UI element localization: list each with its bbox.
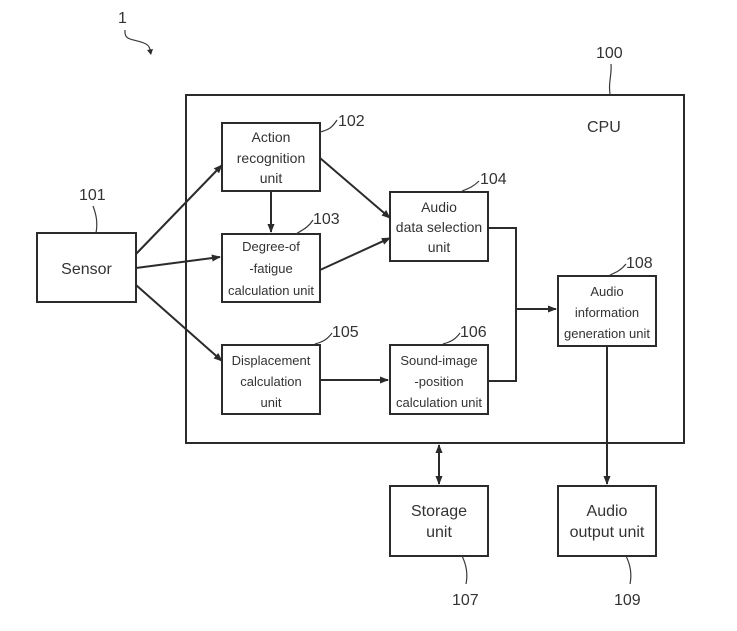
- sound-image-position-label-line1: Sound-image: [400, 353, 477, 368]
- degree-of-fatigue-label-line2: -fatigue: [249, 261, 292, 276]
- sound-image-position-label-line2: -position: [414, 374, 463, 389]
- audio-information-generation-label-line3: generation unit: [564, 326, 650, 341]
- cpu-frame: [185, 94, 685, 444]
- arrow-degree-of-fatigue-to-audio-data-selection: [319, 237, 391, 271]
- cpu-label: CPU: [587, 119, 621, 136]
- degree-of-fatigue-block: Degree-of -fatigue calculation unit: [221, 233, 321, 303]
- sound-image-position-ref: 106: [460, 324, 487, 341]
- displacement-label-line3: unit: [261, 395, 282, 410]
- system-ref-arrowhead: [147, 49, 153, 55]
- arrow-sensor-to-degree-of-fatigue: [135, 254, 221, 269]
- audio-information-generation-label-line2: information: [575, 305, 639, 320]
- storage-label-line2: unit: [426, 524, 452, 541]
- storage-ref: 107: [452, 592, 479, 609]
- sound-image-position-block: Sound-image -position calculation unit: [389, 344, 489, 415]
- sensor-ref-leader: [92, 205, 98, 234]
- audio-output-label-line1: Audio: [587, 503, 628, 520]
- displacement-block: Displacement calculation unit: [221, 344, 321, 415]
- audio-data-selection-block: Audio data selection unit: [389, 191, 489, 262]
- action-recognition-ref: 102: [338, 113, 365, 130]
- displacement-ref: 105: [332, 324, 359, 341]
- audio-data-selection-label-line2: data selection: [396, 219, 482, 235]
- degree-of-fatigue-ref: 103: [313, 211, 340, 228]
- storage-block: Storage unit: [389, 485, 489, 557]
- degree-of-fatigue-ref-leader: [295, 219, 314, 235]
- audio-information-generation-label-line1: Audio: [590, 284, 623, 299]
- storage-label-line1: Storage: [411, 503, 467, 520]
- degree-of-fatigue-label-line1: Degree-of: [242, 239, 300, 254]
- action-recognition-label-line3: unit: [260, 170, 283, 186]
- sensor-ref: 101: [79, 187, 106, 204]
- sound-image-position-label-line3: calculation unit: [396, 395, 482, 410]
- arrow-sensor-to-displacement: [135, 284, 223, 362]
- displacement-label-line2: calculation: [240, 374, 301, 389]
- action-recognition-label-line1: Action: [252, 129, 291, 145]
- arrow-sensor-to-action-recognition: [135, 164, 223, 255]
- cpu-ref-leader: [608, 63, 612, 95]
- audio-output-ref-leader: [625, 555, 632, 585]
- audio-output-block: Audio output unit: [557, 485, 657, 557]
- action-recognition-label-line2: recognition: [237, 150, 306, 166]
- sensor-block: Sensor: [36, 232, 137, 303]
- audio-information-generation-ref-leader: [609, 263, 627, 276]
- action-recognition-block: Action recognition unit: [221, 122, 321, 192]
- degree-of-fatigue-label-line3: calculation unit: [228, 283, 314, 298]
- system-ref-leader: [124, 29, 152, 55]
- sound-image-position-ref-leader: [442, 332, 461, 345]
- displacement-ref-leader: [314, 332, 333, 345]
- audio-information-generation-block: Audio information generation unit: [557, 275, 657, 347]
- cpu-ref: 100: [596, 45, 623, 62]
- connector-merge-104-106: [488, 227, 517, 382]
- audio-output-label-line2: output unit: [570, 524, 645, 541]
- audio-data-selection-label-line3: unit: [428, 239, 451, 255]
- arrow-action-recognition-to-audio-data-selection: [319, 157, 391, 219]
- system-ref-label: 1: [118, 10, 127, 27]
- audio-information-generation-ref: 108: [626, 255, 653, 272]
- sensor-label: Sensor: [61, 261, 112, 278]
- audio-output-ref: 109: [614, 592, 641, 609]
- audio-data-selection-ref-leader: [461, 180, 480, 192]
- audio-data-selection-label-line1: Audio: [421, 199, 457, 215]
- audio-data-selection-ref: 104: [480, 171, 507, 188]
- displacement-label-line1: Displacement: [232, 353, 311, 368]
- storage-ref-leader: [461, 555, 468, 585]
- action-recognition-ref-leader: [319, 119, 338, 133]
